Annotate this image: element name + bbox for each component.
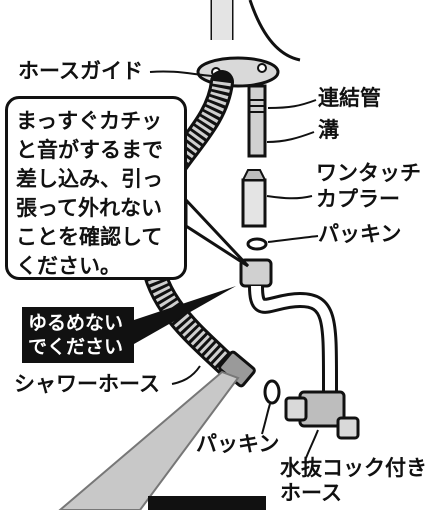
leader-coupler: [266, 195, 313, 200]
connecting-pipe: [247, 84, 267, 158]
packing-ring-top: [246, 237, 268, 251]
warning-text: ゆるめない でください: [28, 312, 124, 358]
leader-drain-hose: [305, 429, 319, 459]
label-drain-cock-hose: 水抜コック付き ホース: [280, 456, 427, 505]
label-groove: 溝: [318, 118, 339, 142]
leader-hose-guide: [149, 70, 213, 77]
drain-cock-knob: [284, 396, 308, 422]
warning-box: ゆるめない でください: [22, 307, 134, 363]
packing-ring-bottom: [263, 379, 281, 405]
faucet-body-outline: [248, 0, 301, 62]
bottom-black-tab: [148, 496, 266, 510]
leader-packing-bottom: [261, 403, 271, 435]
instruction-callout: まっすぐカチッ と音がするまで 差し込み、引っ 張って外れない ことを確認して …: [5, 96, 187, 280]
label-hose-guide: ホースガイド: [18, 59, 143, 83]
detail-wedge: [58, 370, 240, 510]
leader-groove: [266, 131, 315, 143]
leader-connecting-pipe: [267, 99, 317, 109]
warning-pointer: [134, 286, 236, 344]
instruction-text: まっすぐカチッ と音がするまで 差し込み、引っ 張って外れない ことを確認して …: [16, 109, 163, 278]
leader-packing-top: [267, 235, 319, 243]
label-packing-bottom: パッキン: [196, 432, 280, 456]
label-packing-top: パッキン: [318, 222, 402, 246]
label-one-touch-coupler: ワンタッチ カプラー: [316, 161, 421, 211]
callout-pointer: [184, 196, 250, 268]
label-shower-hose: シャワーホース: [14, 372, 160, 396]
one-touch-coupler: [241, 178, 267, 228]
label-connecting-pipe: 連結管: [318, 86, 381, 110]
leader-shower-hose: [171, 365, 201, 385]
